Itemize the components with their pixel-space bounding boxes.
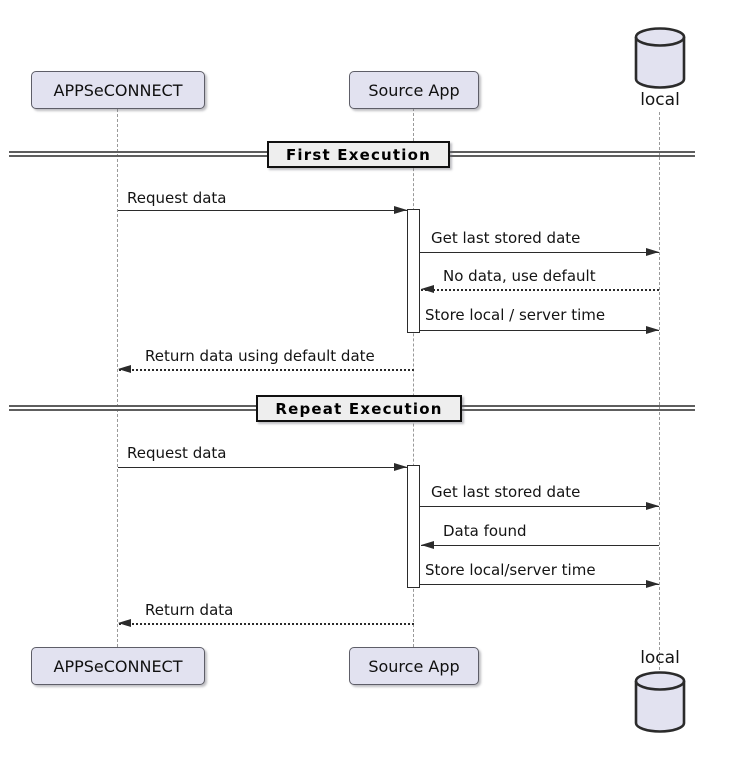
divider-label: First Execution (285, 145, 432, 164)
message-line (421, 289, 659, 291)
arrowhead-icon (118, 619, 131, 627)
message-line (119, 623, 414, 625)
message-line (420, 330, 659, 331)
arrowhead-icon (646, 580, 659, 588)
activation-bar (407, 465, 420, 588)
message-line (421, 545, 659, 546)
arrowhead-icon (421, 285, 434, 293)
participant-appseconnect-top: APPSeCONNECT (31, 71, 205, 109)
arrowhead-icon (118, 365, 131, 373)
message-label: Store local/server time (425, 561, 596, 579)
message-label: Store local / server time (425, 306, 606, 324)
message-line (420, 506, 659, 507)
message-line (420, 584, 659, 585)
database-label-top: local (640, 90, 680, 110)
arrowhead-icon (394, 463, 407, 471)
message-label: Data found (443, 522, 527, 540)
message-line (420, 252, 659, 253)
database-label-bottom: local (640, 648, 680, 668)
message-label: Get last stored date (431, 229, 581, 247)
message-label: Request data (127, 189, 227, 207)
participant-label: APPSeCONNECT (53, 656, 183, 676)
activation-bar (407, 209, 420, 333)
message-line (119, 369, 414, 371)
message-line (118, 210, 407, 211)
database-icon (634, 671, 686, 738)
database-icon (634, 27, 686, 94)
participant-label: Source App (368, 656, 460, 676)
lifeline-appseconnect (117, 109, 118, 647)
lifeline-local (659, 112, 660, 670)
participant-sourceapp-top: Source App (349, 71, 479, 109)
divider-repeat-execution: Repeat Execution (256, 395, 462, 422)
lifeline-sourceapp (413, 108, 414, 647)
message-label: Return data using default date (145, 347, 375, 365)
arrowhead-icon (394, 206, 407, 214)
arrowhead-icon (421, 541, 434, 549)
divider-label: Repeat Execution (275, 399, 443, 418)
message-label: Request data (127, 444, 227, 462)
participant-appseconnect-bottom: APPSeCONNECT (31, 647, 205, 685)
message-line (118, 467, 407, 468)
message-label: No data, use default (443, 267, 596, 285)
arrowhead-icon (646, 248, 659, 256)
arrowhead-icon (646, 326, 659, 334)
participant-label: APPSeCONNECT (53, 80, 183, 100)
participant-label: Source App (368, 80, 460, 100)
participant-sourceapp-bottom: Source App (349, 647, 479, 685)
divider-first-execution: First Execution (267, 141, 450, 168)
arrowhead-icon (646, 502, 659, 510)
message-label: Get last stored date (431, 483, 581, 501)
message-label: Return data (145, 601, 234, 619)
